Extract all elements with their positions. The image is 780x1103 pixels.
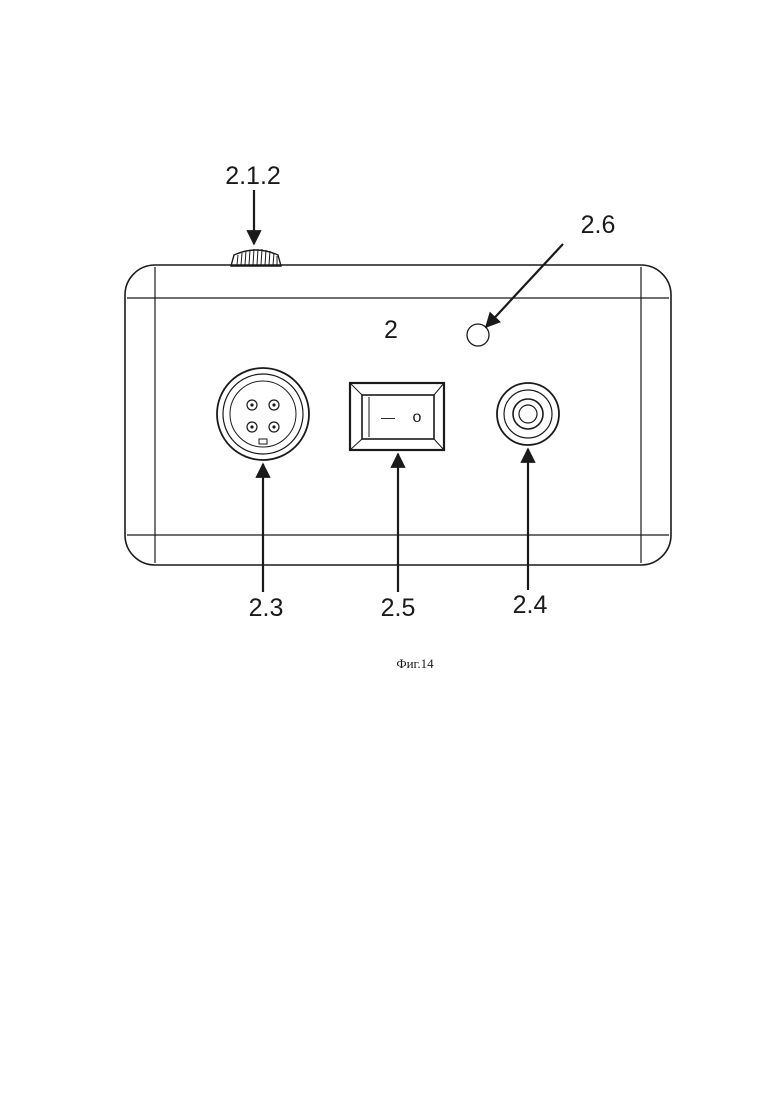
label-indicator: 2.6 [581, 211, 616, 239]
label-switch: 2.5 [381, 594, 416, 622]
connector-key [259, 439, 267, 444]
label-jack: 2.4 [513, 591, 548, 619]
switch-off-mark: o [413, 409, 422, 426]
knurled-knob [231, 249, 281, 266]
leader-arrows [254, 190, 563, 592]
label-connector: 2.3 [249, 594, 284, 622]
switch-on-mark: — [381, 409, 395, 425]
indicator-led [467, 324, 489, 346]
label-knob: 2.1.2 [225, 162, 281, 190]
rocker-switch: — o [350, 383, 444, 450]
audio-jack [497, 383, 559, 445]
connector-pins [247, 400, 279, 432]
round-connector [217, 368, 309, 460]
label-housing: 2 [384, 316, 398, 344]
arrow-indicator [486, 244, 563, 327]
figure-caption: Фиг.14 [396, 656, 434, 671]
